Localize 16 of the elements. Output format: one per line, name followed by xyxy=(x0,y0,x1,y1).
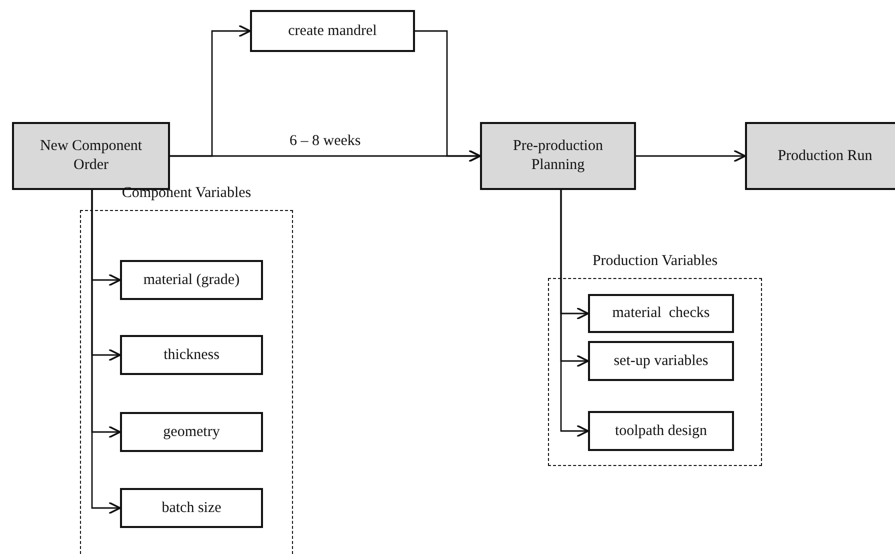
arrow xyxy=(170,150,481,162)
arrow xyxy=(560,190,589,438)
arrow xyxy=(636,150,746,162)
process-box: set-up variables xyxy=(588,341,734,381)
process-box: material checks xyxy=(588,294,734,333)
process-box: batch size xyxy=(120,488,263,528)
process-box: Production Run xyxy=(745,122,895,190)
process-box: geometry xyxy=(120,412,263,452)
arrow xyxy=(91,190,121,514)
process-box: create mandrel xyxy=(250,10,415,52)
process-box: New Component Order xyxy=(12,122,170,190)
process-box: Pre-production Planning xyxy=(480,122,636,190)
process-box: material (grade) xyxy=(120,260,263,300)
process-box: thickness xyxy=(120,335,263,375)
group-heading: Production Variables xyxy=(591,252,719,271)
process-box: toolpath design xyxy=(588,411,734,451)
